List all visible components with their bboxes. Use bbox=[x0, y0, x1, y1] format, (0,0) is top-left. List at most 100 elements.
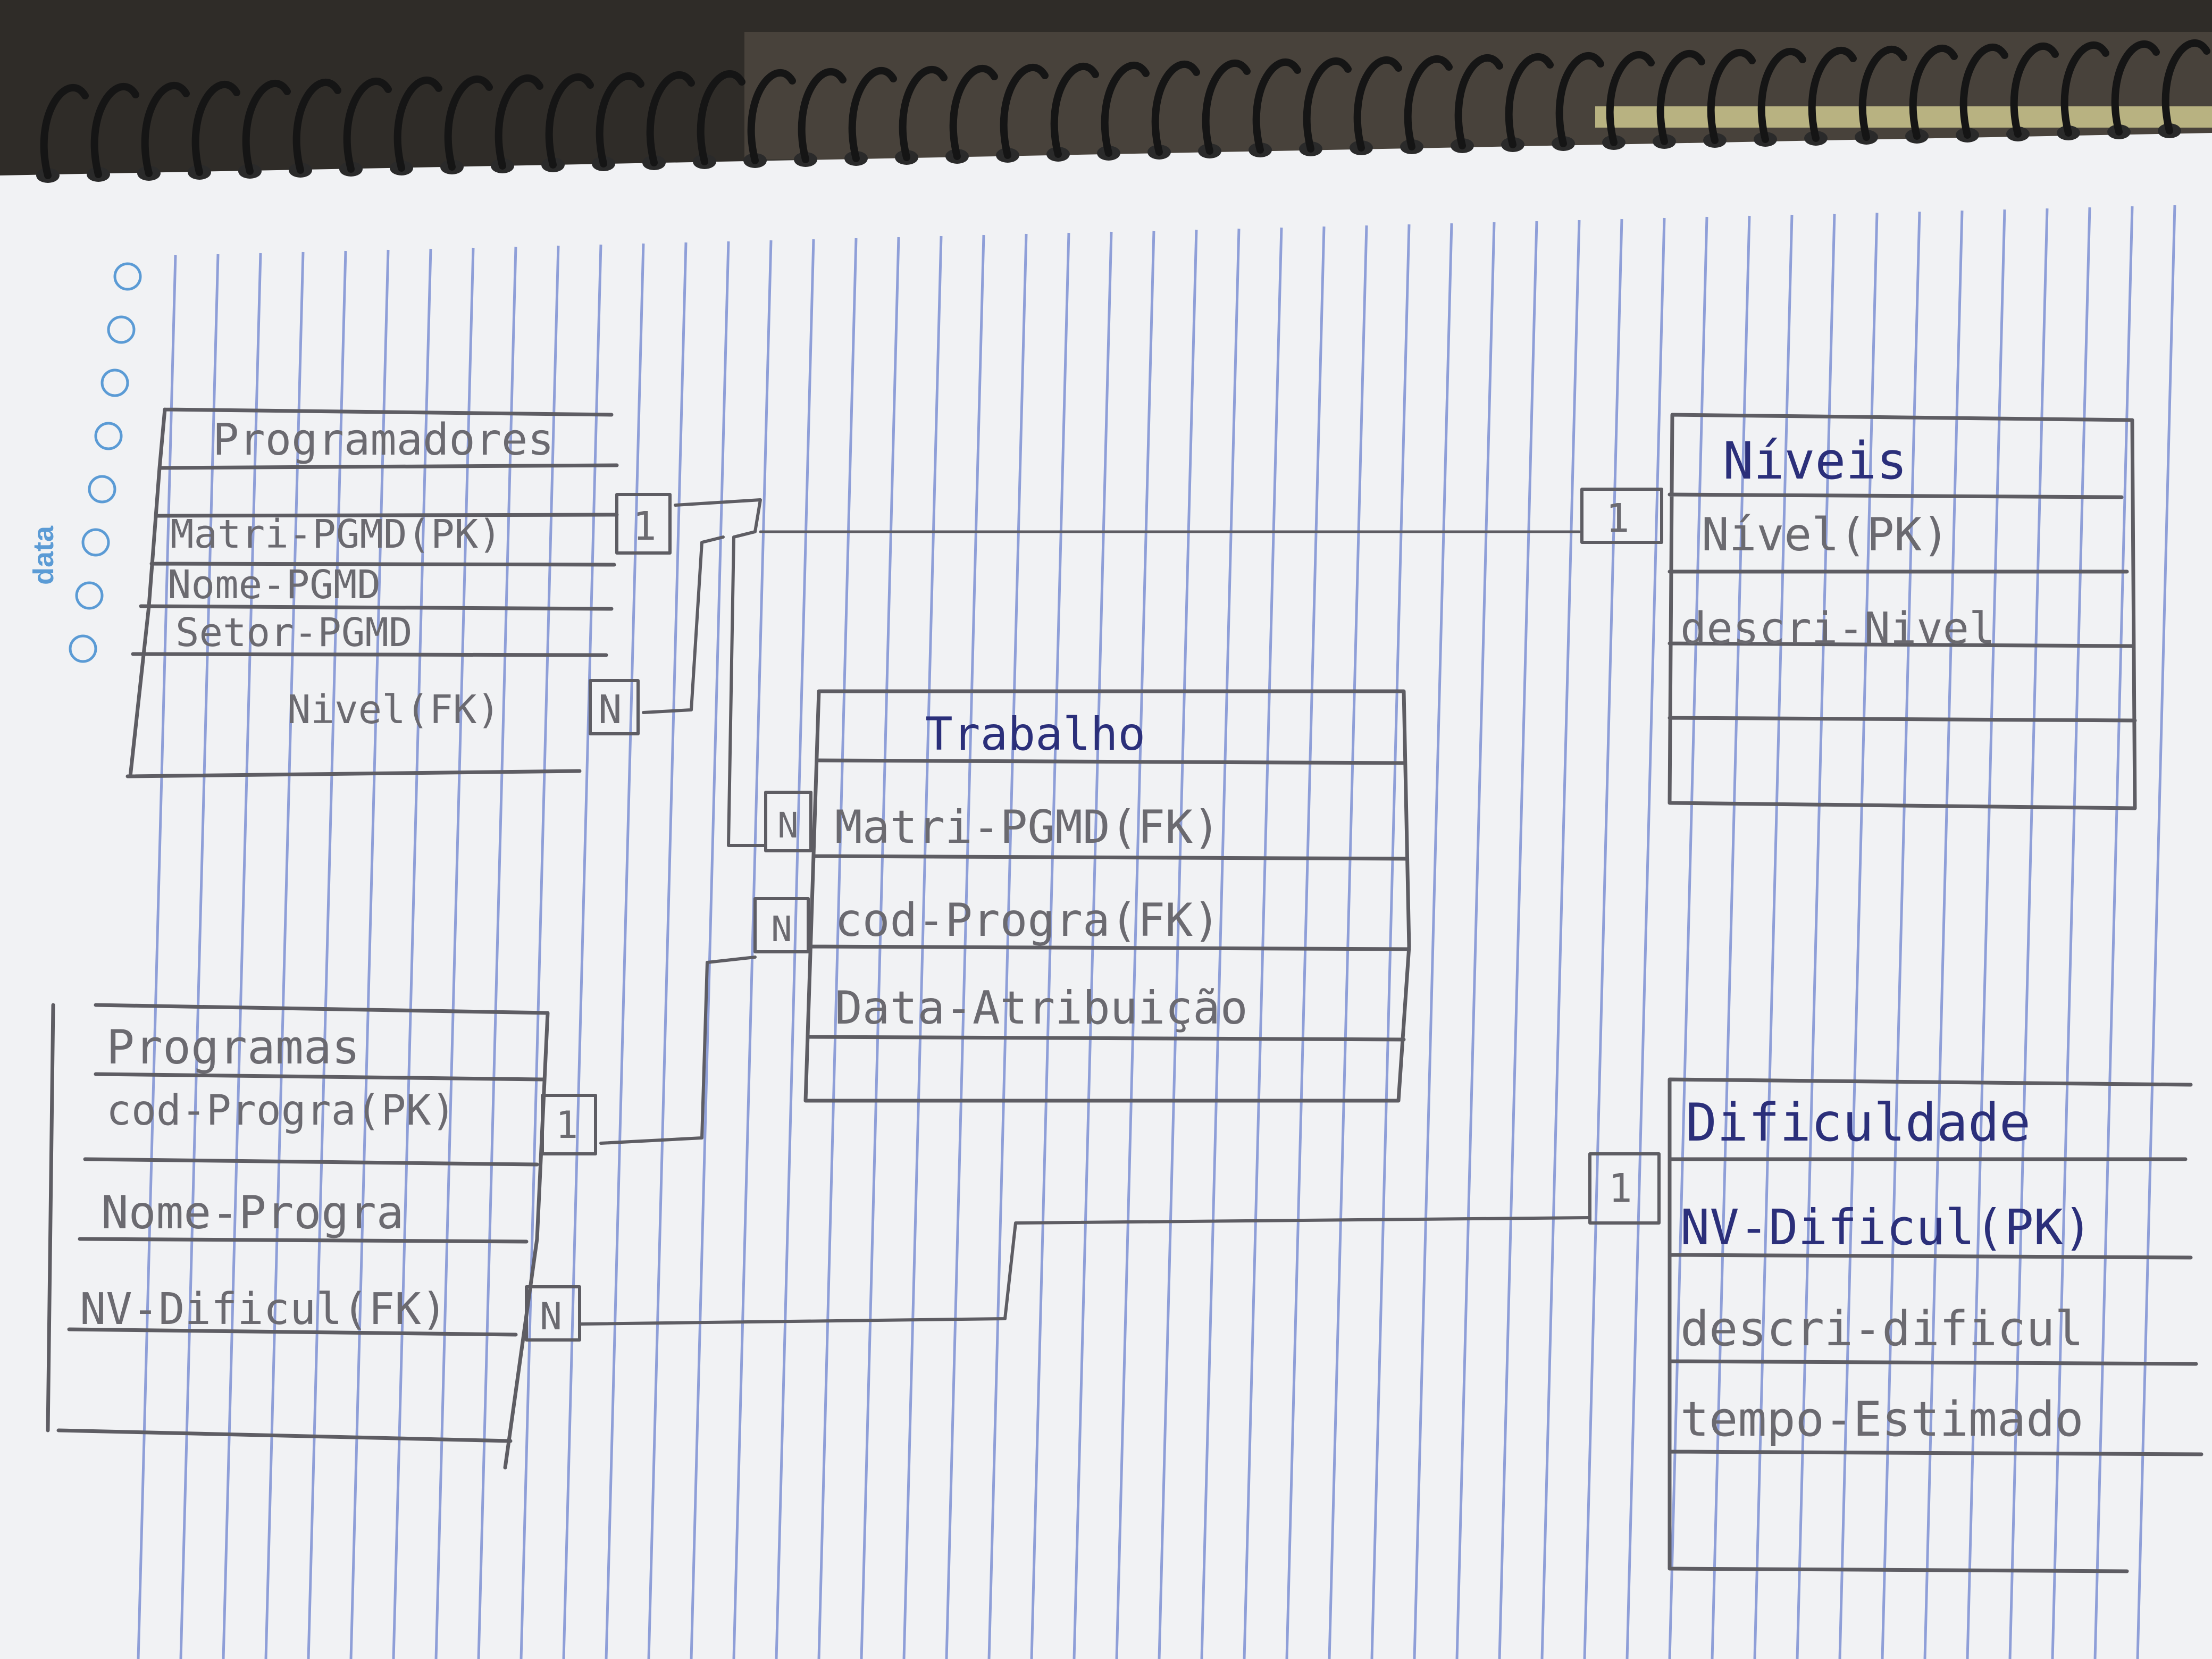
ruled-line bbox=[1796, 213, 1836, 1659]
card-box-programas-nv bbox=[525, 1285, 581, 1342]
ruled-line bbox=[477, 246, 517, 1659]
card-box-niveis bbox=[1580, 488, 1663, 544]
ruled-line bbox=[1711, 215, 1751, 1659]
spiral-coil bbox=[1404, 55, 1453, 150]
card-box-programas-cod bbox=[541, 1094, 597, 1155]
spiral-binding bbox=[36, 39, 2210, 183]
dificuldade-field-tempo: tempo-Estimado bbox=[1680, 1392, 2084, 1447]
spiral-coil bbox=[646, 71, 695, 166]
table-trabalho: Trabalho Matri-PGMD(FK) cod-Progra(FK) D… bbox=[753, 689, 1411, 1103]
niveis-field-nivel: Nível(PK) bbox=[1702, 508, 1949, 562]
ruled-line bbox=[1413, 223, 1453, 1659]
spiral-coil bbox=[848, 67, 897, 162]
table-dificuldade: Dificuldade NV-Dificul(PK) descri-dificu… bbox=[1588, 1077, 2203, 1573]
niveis-field-descri: descri-Nivel bbox=[1680, 604, 1995, 654]
table-dificuldade-border bbox=[1668, 1077, 2203, 1573]
table-niveis: Níveis Nível(PK) descri-Nivel 1 bbox=[1580, 413, 2137, 810]
margin-circle-icon bbox=[113, 262, 142, 291]
card-programadores-nivel: N bbox=[598, 687, 622, 733]
ruled-line bbox=[1370, 224, 1411, 1659]
ruled-line bbox=[690, 241, 730, 1659]
margin-circle-icon bbox=[94, 422, 123, 450]
spiral-coil bbox=[2111, 40, 2160, 136]
margin-circle-icon bbox=[69, 634, 97, 663]
rel-programas-dificuldade bbox=[578, 1216, 1591, 1326]
ruled-line bbox=[434, 247, 475, 1659]
table-programas: Programas cod-Progra(PK) Nome-Progra NV-… bbox=[46, 1003, 597, 1470]
spiral-coil bbox=[393, 77, 442, 172]
background-yellow-edge bbox=[1595, 106, 2212, 128]
ruled-line bbox=[179, 254, 220, 1659]
spiral-coil bbox=[1858, 46, 1907, 141]
ruled-line bbox=[392, 248, 432, 1659]
spiral-coil bbox=[798, 68, 847, 163]
ruled-line bbox=[1073, 231, 1113, 1659]
ruled-line bbox=[520, 245, 560, 1659]
ruled-line bbox=[222, 253, 262, 1659]
ruled-line bbox=[2136, 205, 2176, 1659]
margin-circle-icon bbox=[88, 475, 116, 504]
programas-field-cod: cod-Progra(PK) bbox=[106, 1087, 456, 1135]
spiral-coil bbox=[1303, 57, 1352, 153]
spiral-coil bbox=[1151, 61, 1200, 156]
spiral-coil bbox=[1606, 51, 1655, 146]
ruled-line bbox=[1881, 211, 1921, 1659]
table-programadores: Programadores Matri-PGMD(PK) Nome-PGMD S… bbox=[125, 407, 672, 778]
spiral-coil bbox=[2010, 43, 2059, 138]
margin-circle-icon bbox=[75, 581, 104, 610]
spiral-coil bbox=[2060, 41, 2109, 137]
programadores-field-setor: Setor-PGMD bbox=[175, 610, 413, 656]
rel-programadores-trabalho bbox=[674, 498, 767, 847]
table-niveis-border bbox=[1668, 413, 2137, 810]
spiral-coil bbox=[292, 79, 341, 174]
table-programadores-title: Programadores bbox=[213, 415, 554, 465]
programas-field-nv: NV-Dificul(FK) bbox=[80, 1284, 447, 1335]
table-trabalho-title: Trabalho bbox=[925, 708, 1145, 761]
margin-label: data bbox=[28, 525, 60, 585]
ruled-line bbox=[647, 242, 688, 1659]
spiral-coil bbox=[1202, 60, 1251, 155]
ruled-line bbox=[1455, 222, 1496, 1659]
spiral-coil bbox=[747, 69, 796, 164]
ruled-line bbox=[1753, 214, 1794, 1659]
margin-circle-icon bbox=[81, 528, 110, 557]
spiral-coil bbox=[949, 65, 998, 160]
card-box-programadores-nivel bbox=[589, 679, 640, 735]
card-niveis-pk: 1 bbox=[1606, 496, 1630, 541]
ruled-line bbox=[1540, 220, 1581, 1659]
margin-circle-icon bbox=[107, 315, 136, 344]
card-box-trabalho-cod bbox=[753, 897, 810, 953]
table-programadores-border bbox=[125, 407, 619, 778]
rel-nivel-fk-link bbox=[642, 535, 725, 714]
spiral-coil bbox=[191, 81, 240, 176]
spiral-coil bbox=[2161, 39, 2210, 135]
ruled-line bbox=[2051, 207, 2091, 1659]
ruled-line bbox=[605, 243, 645, 1659]
ruled-line bbox=[1923, 210, 1964, 1659]
ruled-line bbox=[1243, 227, 1283, 1659]
ruled-line bbox=[264, 252, 305, 1659]
table-trabalho-border bbox=[803, 689, 1411, 1103]
spiral-coil bbox=[697, 70, 745, 165]
table-niveis-title: Níveis bbox=[1723, 431, 1907, 491]
programadores-field-nome: Nome-PGMD bbox=[167, 562, 381, 608]
relationship-lines bbox=[578, 498, 1591, 1326]
ruled-line bbox=[1966, 209, 2006, 1659]
margin-print: data bbox=[28, 262, 142, 663]
rel-programas-trabalho bbox=[599, 956, 757, 1145]
ruled-line bbox=[1583, 219, 1623, 1659]
spiral-coil bbox=[1707, 49, 1756, 144]
ruled-line bbox=[1838, 212, 1879, 1659]
ruled-line bbox=[1668, 216, 1708, 1659]
table-dificuldade-title: Dificuldade bbox=[1686, 1093, 2031, 1153]
ruled-line bbox=[349, 249, 390, 1659]
ruled-line bbox=[137, 255, 177, 1659]
spiral-coil bbox=[545, 73, 594, 169]
ruled-line bbox=[1158, 229, 1198, 1659]
spiral-coil bbox=[90, 83, 139, 178]
ruled-line bbox=[1115, 230, 1155, 1659]
spiral-coil bbox=[1353, 56, 1402, 152]
ruled-line bbox=[2093, 206, 2134, 1659]
spiral-coil bbox=[596, 72, 644, 167]
